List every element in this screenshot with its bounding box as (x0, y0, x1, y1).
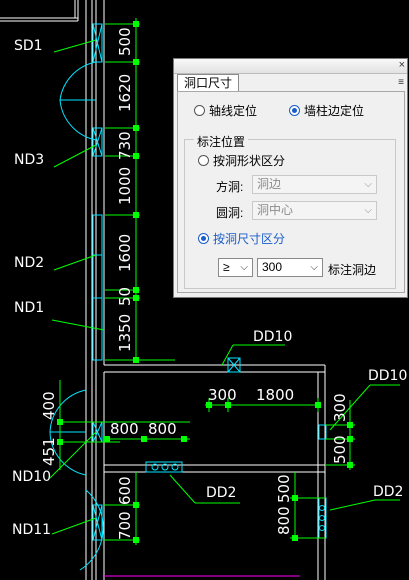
dim-500: 500 (116, 27, 134, 56)
dim-600: 600 (116, 476, 134, 505)
dim-500-b: 500 (331, 435, 349, 464)
leader-lines (49, 39, 400, 535)
label-nd3: ND3 (14, 152, 44, 168)
dim-1800: 1800 (256, 386, 294, 404)
dim-451: 451 (40, 437, 58, 466)
radio-button-icon (194, 105, 205, 116)
size-suffix-label: 标注洞边 (328, 263, 377, 277)
radio-selected-icon (289, 105, 300, 116)
dim-1600: 1600 (116, 234, 134, 272)
radio-button-icon (198, 155, 209, 166)
operator-value: ≥ (223, 260, 230, 274)
label-nd2: ND2 (14, 255, 44, 271)
chevron-down-icon: ⌵ (310, 262, 318, 273)
radio-wall-locate[interactable]: 墙柱边定位 (289, 102, 364, 119)
dim-800-c: 800 (275, 506, 293, 535)
radio-axis-locate[interactable]: 轴线定位 (194, 102, 257, 119)
round-hole-label: 圆洞: (216, 206, 244, 220)
radio-selected-icon (198, 233, 209, 244)
square-hole-value: 洞边 (257, 177, 282, 191)
dim-1620: 1620 (116, 74, 134, 112)
dimension-ticks (57, 21, 353, 543)
label-dd10-top: DD10 (253, 329, 292, 345)
dimension-texts: 500 1620 730 1000 1600 50 1350 400 451 8… (40, 27, 349, 540)
radio-by-size-label: 按洞尺寸区分 (213, 232, 286, 246)
palette-body: 轴线定位 墙柱边定位 标注位置 按洞形状区分 方洞: 洞边 ⌵ 圆洞: 洞中心 … (177, 91, 405, 293)
dim-730: 730 (116, 131, 134, 160)
dim-300-b: 300 (331, 393, 349, 422)
label-sd1: SD1 (14, 38, 43, 54)
dim-700: 700 (116, 511, 134, 540)
palette-title-bar[interactable]: × (174, 59, 407, 74)
dim-800-b: 800 (148, 420, 177, 438)
size-threshold-select[interactable]: 300 ⌵ (257, 258, 323, 277)
operator-select[interactable]: ≥ ⌵ (218, 258, 253, 277)
dim-800-a: 800 (110, 420, 139, 438)
label-nd10-left: ND10 (12, 469, 51, 485)
group-title: 标注位置 (194, 133, 249, 150)
radio-by-shape-label: 按洞形状区分 (213, 154, 286, 168)
round-hole-value: 洞中心 (257, 203, 294, 217)
size-threshold-value: 300 (262, 260, 283, 274)
label-dd2-left: DD2 (206, 485, 236, 501)
label-nd1: ND1 (14, 300, 44, 316)
radio-wall-label: 墙柱边定位 (304, 104, 365, 118)
round-hole-select[interactable]: 洞中心 ⌵ (252, 201, 377, 220)
close-icon[interactable]: × (398, 59, 405, 71)
label-position-group (184, 139, 396, 289)
radio-axis-label: 轴线定位 (209, 104, 258, 118)
dim-1350: 1350 (116, 314, 134, 352)
door-openings (49, 23, 327, 571)
label-dd2-right: DD2 (373, 484, 403, 500)
radio-by-size[interactable]: 按洞尺寸区分 (198, 230, 285, 247)
dim-400: 400 (40, 391, 58, 420)
label-nd11: ND11 (12, 522, 51, 538)
dim-300-a: 300 (208, 386, 237, 404)
opening-labels: SD1 ND3 ND2 ND1 ND10 ND11 DD10 DD10 DD2 … (12, 38, 407, 538)
tab-opening-size[interactable]: 洞口尺寸 (177, 74, 240, 92)
label-dd10-right: DD10 (368, 368, 407, 384)
chevron-down-icon: ⌵ (240, 262, 248, 273)
square-hole-label: 方洞: (216, 180, 244, 194)
dim-500-c: 500 (275, 474, 293, 503)
dim-1000: 1000 (116, 167, 134, 205)
chevron-down-icon: ⌵ (364, 205, 372, 216)
square-hole-select[interactable]: 洞边 ⌵ (252, 175, 377, 194)
dim-50: 50 (116, 287, 134, 306)
menu-icon[interactable]: ≡ (398, 77, 404, 88)
radio-by-shape[interactable]: 按洞形状区分 (198, 152, 285, 169)
chevron-down-icon: ⌵ (364, 179, 372, 190)
opening-size-palette: × ≡ 洞口尺寸 轴线定位 墙柱边定位 标注位置 按洞形状区分 方洞: 洞边 ⌵… (173, 58, 408, 298)
